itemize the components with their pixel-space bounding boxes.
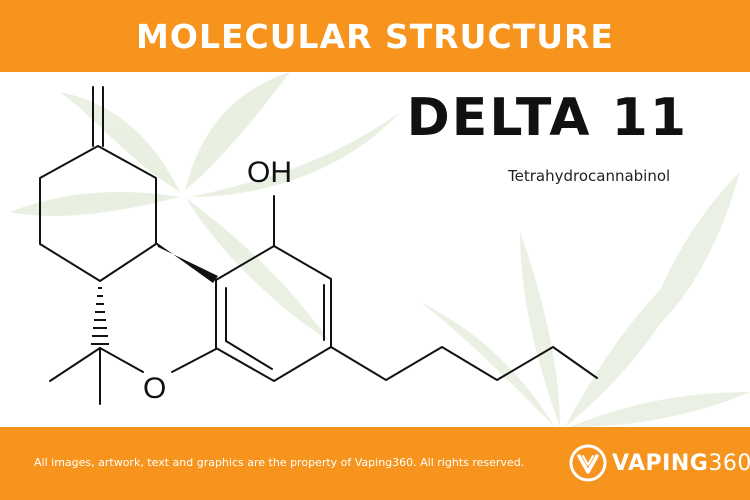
cyclohexene-ring	[39, 145, 157, 282]
logo-text-bold: VAPING	[612, 450, 709, 476]
copyright-notice: All images, artwork, text and graphics a…	[34, 456, 525, 469]
cannabis-leaf-watermark	[10, 72, 750, 427]
stereo-hash	[91, 287, 109, 345]
vaping360-logo: VAPING360	[568, 443, 750, 483]
methyl-left	[49, 347, 101, 382]
compound-subtitle: Tetrahydrocannabinol	[508, 167, 671, 185]
hydroxyl-label: OH	[247, 156, 292, 189]
aromatic-ring	[215, 245, 332, 382]
oxygen-label: O	[143, 372, 166, 405]
oxygen-to-aromatic	[171, 348, 217, 373]
molecule-diagram: OH O	[39, 86, 598, 405]
header-banner: MOLECULAR STRUCTURE	[0, 0, 750, 72]
cme2-to-oxygen	[99, 347, 144, 373]
logo-wordmark: VAPING360	[612, 451, 750, 476]
page-title: MOLECULAR STRUCTURE	[136, 16, 614, 56]
logo-text-light: 360	[708, 450, 750, 476]
footer-banner: All images, artwork, text and graphics a…	[0, 427, 750, 500]
vaping360-logo-icon	[569, 444, 607, 482]
aromatic-double-3	[225, 340, 273, 370]
pentyl-chain	[330, 346, 598, 381]
compound-name: DELTA 11	[406, 88, 688, 148]
stereo-wedge	[156, 242, 218, 283]
